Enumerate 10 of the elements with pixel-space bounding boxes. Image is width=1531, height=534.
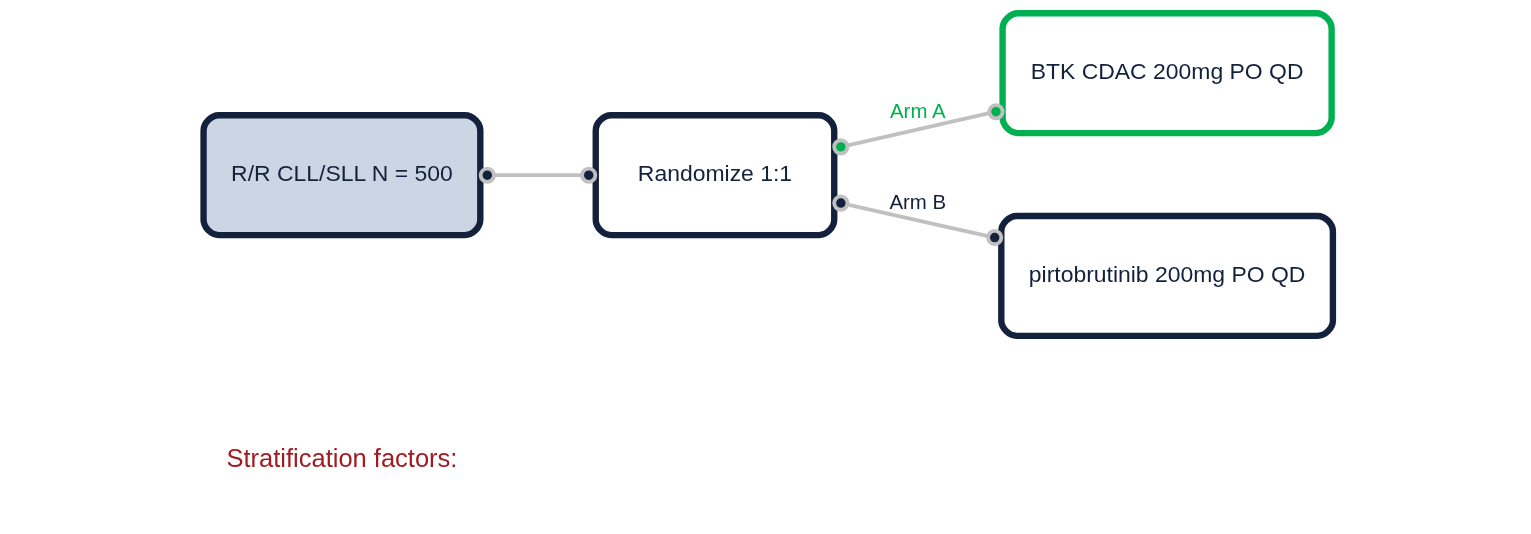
node-box: R/R CLL/SLL N = 500: [199, 112, 483, 239]
edge-label: Arm B: [888, 191, 946, 214]
node-box: Randomize 1:1: [592, 112, 837, 239]
connector: [478, 166, 597, 184]
connector: [831, 194, 1003, 247]
edge-label: Arm A: [889, 99, 946, 122]
label: Stratification factors:: [225, 444, 457, 473]
node-box: pirtobrutinib 200mg PO QD: [997, 212, 1336, 340]
connector: [831, 103, 1005, 156]
node-box: BTK CDAC 200mg PO QD: [998, 10, 1335, 137]
